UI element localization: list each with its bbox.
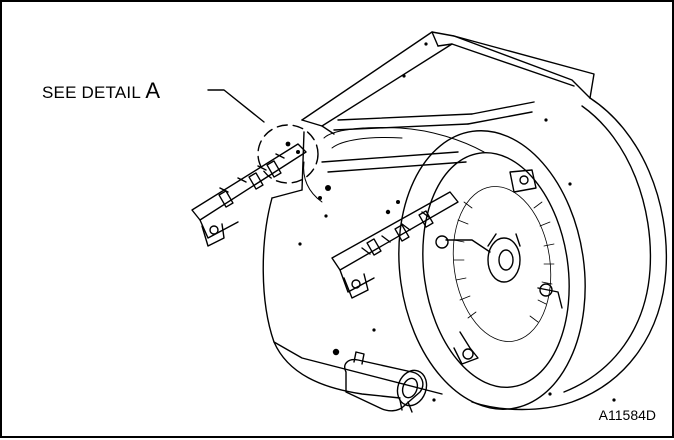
housing-body bbox=[262, 131, 443, 399]
scroll-housing-outline bbox=[471, 97, 668, 411]
callout-leader-line bbox=[207, 89, 265, 123]
motor-mount-arms bbox=[435, 235, 563, 365]
blower-wheel bbox=[452, 186, 555, 342]
motor-hub bbox=[487, 233, 521, 283]
callout-label: SEE DETAIL bbox=[42, 83, 141, 102]
fasteners bbox=[285, 42, 616, 402]
right-mounting-rail bbox=[331, 191, 459, 299]
callout-letter: A bbox=[145, 78, 161, 103]
inlet-ring bbox=[398, 130, 586, 410]
cross-bars bbox=[321, 101, 535, 173]
left-mounting-rail bbox=[191, 143, 307, 247]
figure-id-label: A11584D bbox=[598, 407, 656, 423]
detail-a-circle bbox=[257, 124, 319, 184]
inlet-top-bracket bbox=[509, 169, 537, 193]
detail-callout: SEE DETAIL A bbox=[42, 78, 160, 104]
wheel-top-view bbox=[303, 127, 485, 203]
housing-top-outline bbox=[301, 31, 595, 135]
capacitor bbox=[332, 348, 428, 413]
